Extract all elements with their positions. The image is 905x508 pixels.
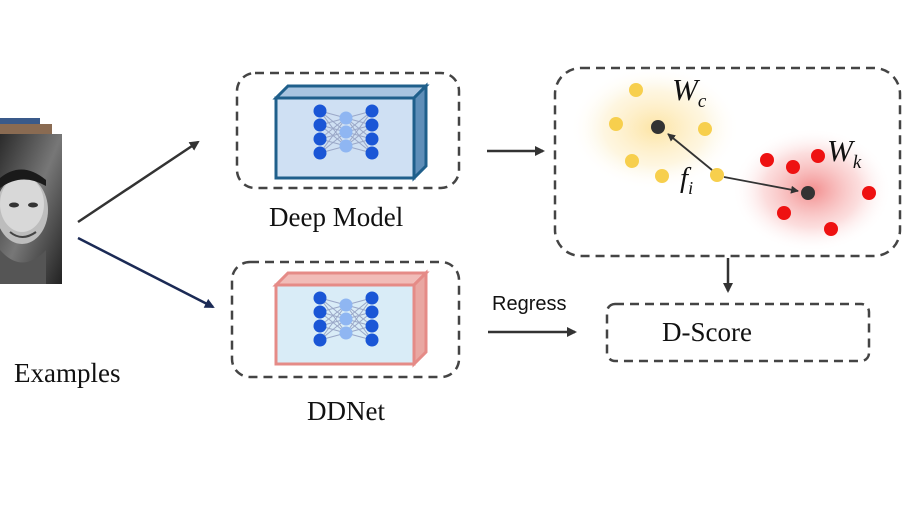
ddnet-dashed-box — [230, 260, 461, 379]
wc-label: Wc — [672, 72, 707, 113]
deep-model-label: Deep Model — [269, 202, 404, 232]
arrow-to-ddnet — [77, 236, 215, 309]
center-wk — [801, 186, 815, 200]
fi-label: fi — [680, 162, 694, 198]
cluster-c-points — [609, 83, 724, 183]
regress-label: Regress — [492, 293, 567, 315]
arrow-fi-to-wk — [723, 176, 799, 194]
arrow-fi-to-wc — [667, 133, 713, 171]
dscore-label: D-Score — [662, 317, 752, 347]
feature-point-fi — [710, 168, 724, 182]
center-wc — [651, 120, 665, 134]
neural-net-icon — [313, 104, 379, 160]
neural-net-icon — [313, 291, 379, 347]
cluster-k-points — [760, 149, 876, 236]
deep-model-block — [272, 82, 430, 182]
wk-label: Wk — [827, 133, 862, 174]
ddnet-block — [272, 269, 430, 368]
arrow-to-deep-model — [77, 140, 200, 224]
ddnet-label: DDNet — [307, 396, 385, 426]
deep-model-dashed-box — [235, 71, 461, 190]
dscore-box — [605, 302, 871, 363]
examples-label: Examples — [14, 358, 121, 388]
face-photo-stack-icon — [0, 118, 62, 284]
